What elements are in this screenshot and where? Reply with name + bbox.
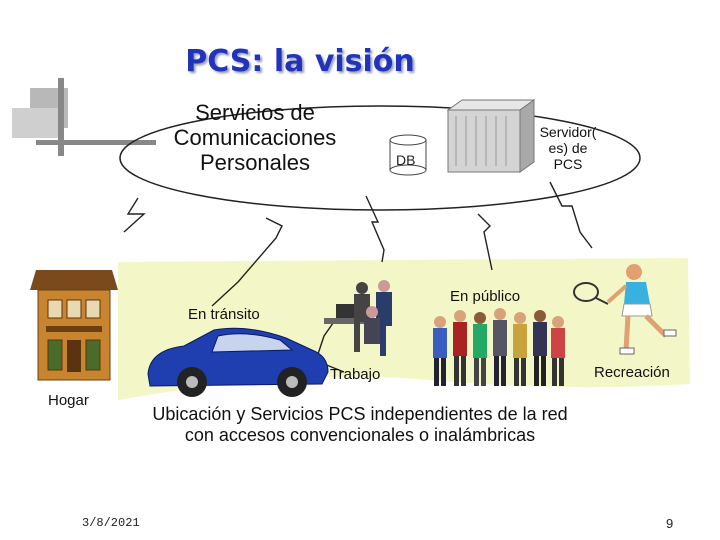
tennis-player-icon bbox=[573, 264, 677, 355]
pcs-label-line-2: Comunicaciones bbox=[173, 125, 337, 150]
crowd-icon bbox=[433, 308, 565, 386]
server-label-line-1: Servidor( bbox=[539, 124, 597, 140]
car-icon bbox=[147, 327, 329, 397]
network-ellipse bbox=[119, 105, 641, 211]
house-icon bbox=[30, 270, 118, 381]
caption-line-1: Ubicación y Servicios PCS independientes… bbox=[152, 404, 568, 424]
server-label-line-3: PCS bbox=[553, 156, 583, 172]
server-label: Servidor( es) de PCS bbox=[522, 124, 614, 172]
server-label-line-2: es) de bbox=[548, 140, 588, 156]
database-icon bbox=[389, 134, 427, 176]
label-trabajo: Trabajo bbox=[330, 366, 381, 383]
label-en-publico: En público bbox=[450, 288, 521, 305]
label-recreacion: Recreación bbox=[594, 364, 670, 381]
server-icon bbox=[446, 99, 536, 173]
office-workers-icon bbox=[324, 280, 392, 356]
pcs-services-label: Servicios de Comunicaciones Personales bbox=[150, 100, 360, 175]
pcs-label-line-1: Servicios de bbox=[195, 100, 315, 125]
slide-caption: Ubicación y Servicios PCS independientes… bbox=[120, 404, 600, 446]
corner-bracket-icon bbox=[12, 78, 156, 156]
label-hogar: Hogar bbox=[48, 392, 89, 409]
footer-date: 3/8/2021 bbox=[82, 516, 140, 530]
pcs-label-line-3: Personales bbox=[199, 150, 311, 175]
footer-page-number: 9 bbox=[666, 516, 674, 531]
caption-line-2: con accesos convencionales o inalámbrica… bbox=[184, 425, 536, 445]
slide-title: PCS: la visión bbox=[185, 44, 415, 79]
database-label: DB bbox=[396, 152, 416, 168]
label-en-transito: En tránsito bbox=[188, 306, 260, 323]
